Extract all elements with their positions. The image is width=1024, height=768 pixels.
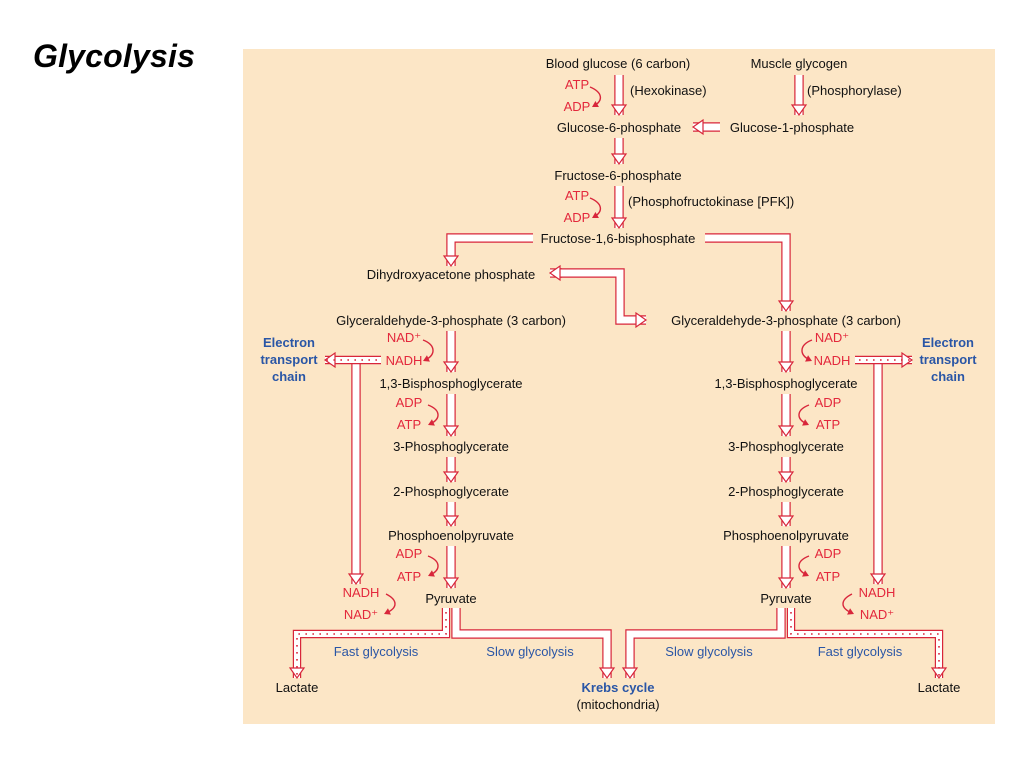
adp-right-label: ADP [815,395,842,410]
fbp-to-dhap-arrow [442,233,533,268]
slow-glycolysis-left-arrow [451,608,616,680]
nad-plus-left-bottom-label: NAD⁺ [344,607,378,622]
dhap-reverse-arrowhead [548,264,562,282]
etc-left-line2: transport [260,352,318,367]
nad-nadh-curve-left [422,339,434,362]
atp-right-label: ATP [816,417,840,432]
adp-label: ADP [564,99,591,114]
adp-atp-curve-right-1 [798,404,810,426]
nadh-left-down-arrow [347,360,365,586]
g1p-to-g6p-arrow [691,118,720,136]
nadh-to-etc-left-arrow [323,351,381,369]
glucose-to-g6p-arrow [610,75,628,117]
slide-title: Glycolysis [33,38,196,74]
slow-glycolysis-left-label: Slow glycolysis [486,644,574,659]
phosphorylase-label: (Phosphorylase) [807,83,902,98]
adp-atp-curve-right-2 [798,555,810,577]
slow-glycolysis-right-arrow [621,608,786,680]
pep-right-label: Phosphoenolpyruvate [723,528,849,543]
fast-glycolysis-left-label: Fast glycolysis [334,644,419,659]
atp-right-label: ATP [816,569,840,584]
adp-left-label: ADP [396,395,423,410]
nadh-right-down-arrow [869,360,887,586]
mitochondria-label: (mitochondria) [576,697,659,712]
atp-adp-curve-pfk [589,197,601,219]
fructose-6-phosphate-label: Fructose-6-phosphate [554,168,681,183]
nad-plus-right-label: NAD⁺ [815,330,849,345]
g3p-to-bpg-right-arrow [777,331,795,374]
etc-left-line3: chain [272,369,306,384]
dhap-g3p-isomerase-link [560,268,648,329]
bpg-to-pg3-right-arrow [777,394,795,438]
adp-atp-curve-left-2 [427,555,439,577]
pg3-to-pg2-right-arrow [777,457,795,484]
slow-glycolysis-right-label: Slow glycolysis [665,644,753,659]
pg3-to-pg2-left-arrow [442,457,460,484]
bpg-to-pg3-left-arrow [442,394,460,438]
glucose-1-phosphate-label: Glucose-1-phosphate [730,120,854,135]
pg2-right-label: 2-Phosphoglycerate [728,484,844,499]
nadh-left-bottom-label: NADH [343,585,380,600]
krebs-cycle-label: Krebs cycle [582,680,655,695]
fast-glycolysis-left-arrow [288,608,451,680]
nadh-nad-curve-left [384,593,396,615]
g6p-to-f6p-arrow [610,138,628,166]
atp-left-label: ATP [397,417,421,432]
pg3-left-label: 3-Phosphoglycerate [393,439,509,454]
nad-nadh-curve-right [801,339,813,362]
g3p-right-label: Glyceraldehyde-3-phosphate (3 carbon) [671,313,901,328]
dhap-label: Dihydroxyacetone phosphate [367,267,535,282]
atp-label: ATP [565,77,589,92]
pep-left-label: Phosphoenolpyruvate [388,528,514,543]
lactate-right-label: Lactate [918,680,961,695]
pfk-enzyme-label: (Phosphofructokinase [PFK]) [628,194,794,209]
adp-label: ADP [564,210,591,225]
etc-right-line2: transport [919,352,977,367]
fast-glycolysis-right-arrow [786,608,948,680]
g3p-left-label: Glyceraldehyde-3-phosphate (3 carbon) [336,313,566,328]
pg3-right-label: 3-Phosphoglycerate [728,439,844,454]
pyruvate-right-label: Pyruvate [760,591,811,606]
pep-to-pyruvate-left-arrow [442,546,460,590]
fructose-bisphosphate-label: Fructose-1,6-bisphosphate [541,231,696,246]
adp-left-label: ADP [396,546,423,561]
atp-label: ATP [565,188,589,203]
pyruvate-left-label: Pyruvate [425,591,476,606]
glucose-6-phosphate-label: Glucose-6-phosphate [557,120,681,135]
bpg-left-label: 1,3-Bisphosphoglycerate [379,376,522,391]
hexokinase-label: (Hexokinase) [630,83,707,98]
pg2-to-pep-left-arrow [442,502,460,528]
nad-plus-left-label: NAD⁺ [387,330,421,345]
fast-glycolysis-right-label: Fast glycolysis [818,644,903,659]
adp-atp-curve-left-1 [427,404,439,426]
nadh-right-label: NADH [814,353,851,368]
pg2-to-pep-right-arrow [777,502,795,528]
pep-to-pyruvate-right-arrow [777,546,795,590]
etc-right-line1: Electron [922,335,974,350]
glycogen-to-g1p-arrow [790,75,808,117]
f6p-to-fbp-arrow [610,186,628,230]
pg2-left-label: 2-Phosphoglycerate [393,484,509,499]
blood-glucose-label: Blood glucose (6 carbon) [546,56,691,71]
atp-adp-curve-hexokinase [589,86,601,108]
nad-plus-right-bottom-label: NAD⁺ [860,607,894,622]
lactate-left-label: Lactate [276,680,319,695]
etc-left-line1: Electron [263,335,315,350]
g3p-to-bpg-left-arrow [442,331,460,374]
adp-right-label: ADP [815,546,842,561]
nadh-to-etc-right-arrow [855,351,914,369]
nadh-left-label: NADH [386,353,423,368]
nadh-right-bottom-label: NADH [859,585,896,600]
nadh-nad-curve-right [842,593,854,615]
bpg-right-label: 1,3-Bisphosphoglycerate [714,376,857,391]
atp-left-label: ATP [397,569,421,584]
fbp-to-g3p-right-arrow [705,233,795,313]
etc-right-line3: chain [931,369,965,384]
muscle-glycogen-label: Muscle glycogen [751,56,848,71]
